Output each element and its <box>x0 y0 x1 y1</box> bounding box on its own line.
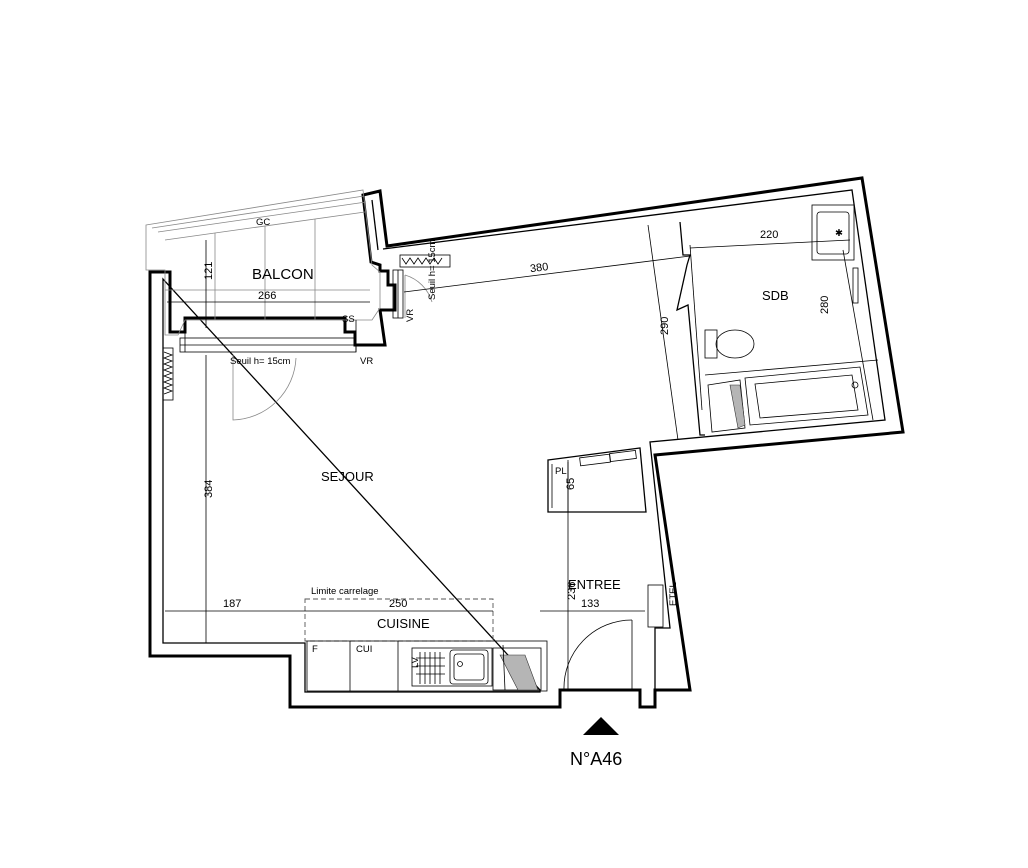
annotation-pl: PL <box>555 466 567 477</box>
dimension-placard: 65 <box>565 478 577 490</box>
dimension-balcon-width: 266 <box>258 290 276 302</box>
balcony <box>145 189 381 353</box>
bathroom: ✱ <box>676 204 879 436</box>
annotation-ss: SS <box>342 314 355 325</box>
annotation-vr-side: VR <box>405 309 416 322</box>
lot-number: N°A46 <box>570 749 622 769</box>
dimension-balcon-depth: 121 <box>203 262 215 280</box>
room-label-balcon: BALCON <box>252 266 314 283</box>
dimension-lines <box>165 224 874 690</box>
room-label-sejour: SEJOUR <box>321 469 374 484</box>
kitchen <box>304 598 548 692</box>
placard <box>547 447 647 513</box>
annotation-gc: GC <box>256 217 270 228</box>
dimension-sdb-width: 220 <box>760 229 778 241</box>
dimension-sejour-depth: 384 <box>203 480 215 498</box>
dimension-sejour-width: 187 <box>223 598 241 610</box>
etel-box <box>647 584 664 628</box>
side-window <box>392 254 451 319</box>
annotation-seuil-main: Seuil h= 15cm <box>230 356 291 367</box>
room-label-cuisine: CUISINE <box>377 616 430 631</box>
room-label-sdb: SDB <box>762 288 789 303</box>
svg-text:✱: ✱ <box>835 228 843 239</box>
room-label-entree: ENTREE <box>568 577 621 592</box>
exterior-walls <box>148 176 905 709</box>
entry-arrow-icon <box>583 717 619 735</box>
annotation-f: F <box>312 644 318 655</box>
dimension-sdb-depth: 280 <box>819 296 831 314</box>
annotation-lv: LV <box>410 656 421 668</box>
annotation-cui: CUI <box>356 644 372 655</box>
annotation-seuil-side: Seuil h= 15cm <box>427 239 438 300</box>
annotation-vr-balcon: VR <box>360 356 373 367</box>
annotation-limite-carrelage: Limite carrelage <box>311 586 379 597</box>
dimension-entree-width: 133 <box>581 598 599 610</box>
radiator <box>162 347 174 401</box>
dimension-wall-290: 290 <box>659 317 671 335</box>
dimension-entree-depth: 236 <box>566 582 578 600</box>
annotation-etel: ETEL <box>668 582 679 606</box>
entry-door <box>560 619 640 691</box>
hob <box>416 652 445 684</box>
balcony-door-swing <box>232 355 297 421</box>
dimension-sejour-to-sdb: 380 <box>529 261 549 275</box>
dimension-cuisine-width: 250 <box>389 598 407 610</box>
